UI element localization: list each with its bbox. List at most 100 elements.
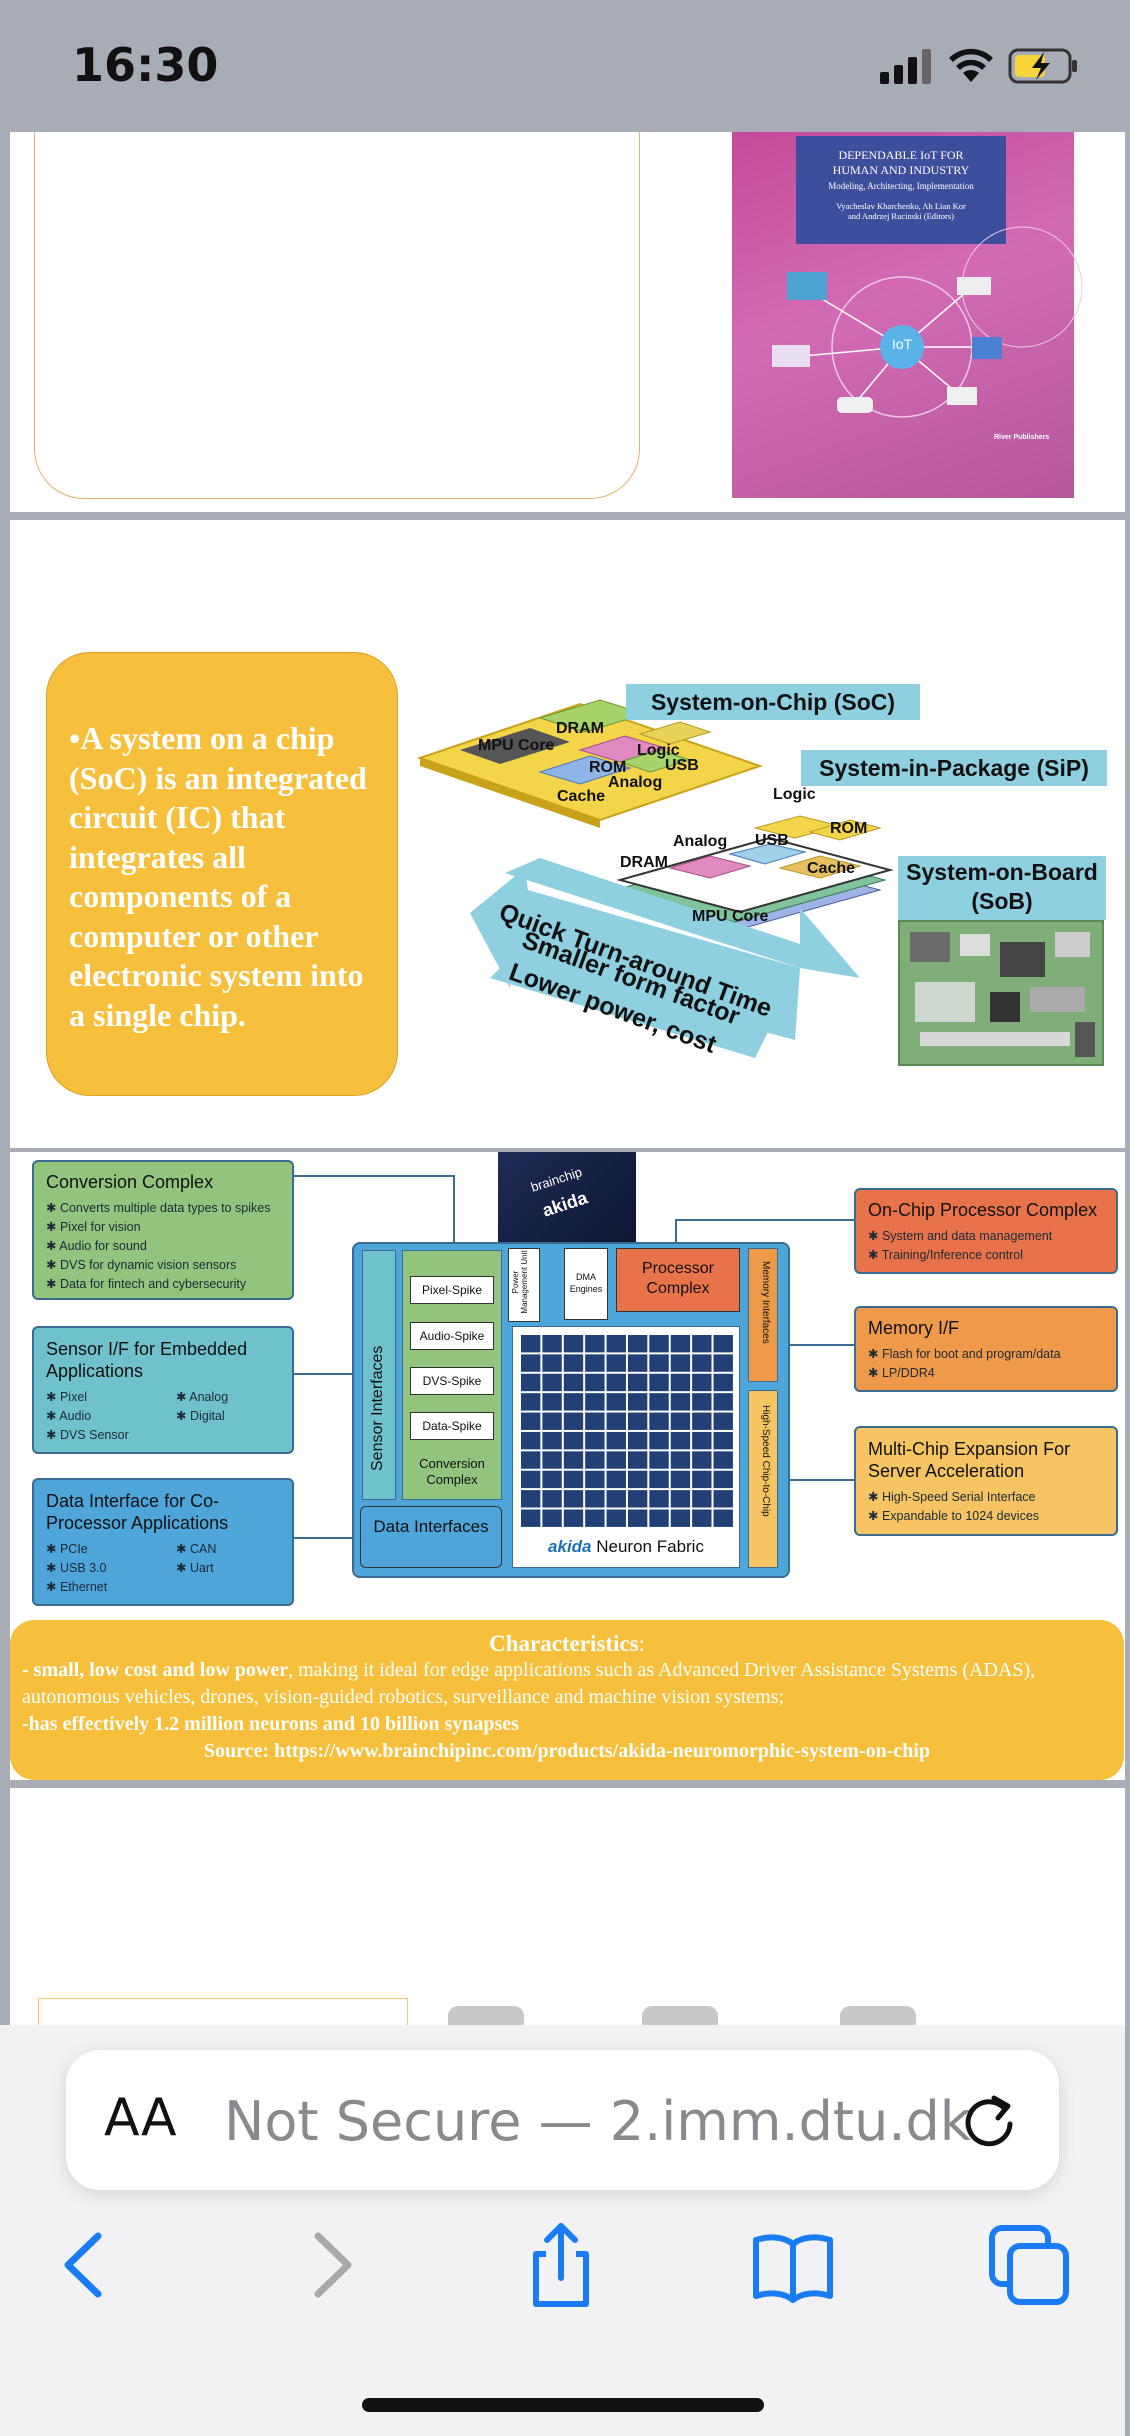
battery-charging-icon	[1008, 48, 1077, 84]
home-indicator[interactable]	[362, 2398, 764, 2412]
sensor-item-audio: Audio	[46, 1409, 91, 1423]
mem-item-2: LP/DDR4	[868, 1366, 935, 1380]
address-bar[interactable]	[66, 2050, 1059, 2190]
bookmarks-icon[interactable]	[748, 2220, 838, 2310]
data-item-usb: USB 3.0	[46, 1561, 107, 1575]
book-subtitle: Modeling, Architecting, Implementation	[828, 181, 974, 191]
slide4-cylinder-2	[642, 2006, 718, 2028]
data-interfaces-box: Data Interfaces	[360, 1506, 502, 1568]
sip-label-mpu-core: MPU Core	[692, 908, 769, 925]
conversion-complex-title: Conversion Complex	[46, 1172, 214, 1192]
wifi-icon	[949, 48, 993, 82]
signal-icon	[880, 49, 931, 84]
sip-label-dram: DRAM	[620, 854, 668, 871]
data-item-can: CAN	[176, 1542, 216, 1556]
reader-aa-button[interactable]: AA	[104, 2088, 177, 2148]
on-chip-processor-box: On-Chip Processor Complex System and dat…	[854, 1188, 1118, 1274]
data-item-ethernet: Ethernet	[46, 1580, 107, 1594]
chip-label-cache: Cache	[557, 788, 606, 805]
sip-label: System-in-Package (SiP)	[801, 750, 1107, 786]
neuron-fabric-text: Neuron Fabric	[596, 1537, 704, 1556]
multi-item-2: Expandable to 1024 devices	[868, 1509, 1039, 1523]
sensor-item-digital: Digital	[176, 1409, 225, 1423]
sob-label-line2: (SoB)	[971, 888, 1033, 914]
memory-interfaces-bar: Memory Interfaces	[748, 1248, 778, 1382]
slide-4	[10, 1788, 1125, 2028]
chip-label-dram: DRAM	[556, 720, 604, 737]
sip-label-logic: Logic	[773, 786, 816, 803]
status-bar	[0, 0, 1125, 132]
characteristics-line1-rest: , making it ideal for edge applications …	[22, 1659, 1036, 1708]
sensor-item-dvs: DVS Sensor	[46, 1428, 129, 1442]
chip-label-logic: Logic	[637, 742, 680, 759]
memory-if-box: Memory I/F Flash for boot and program/da…	[854, 1306, 1118, 1392]
book-title-line1: DEPENDABLE IoT FOR	[838, 148, 964, 162]
back-chevron-icon[interactable]	[40, 2220, 130, 2310]
sip-label-analog: Analog	[673, 833, 728, 850]
memory-if-title: Memory I/F	[868, 1318, 960, 1338]
book-title-line2: HUMAN AND INDUSTRY	[832, 163, 970, 177]
characteristics-box: Characteristics: - small, low cost and l…	[10, 1620, 1124, 1780]
connector-lines	[294, 1175, 854, 1539]
share-icon[interactable]	[516, 2220, 606, 2310]
soc-definition-box: •A system on a chip (SoC) is an integrat…	[46, 652, 398, 1096]
conv-item-1: Converts multiple data types to spikes	[46, 1201, 270, 1215]
book-iot-label: IoT	[891, 336, 913, 352]
slide4-cylinder-3	[840, 2006, 916, 2028]
forward-chevron-icon[interactable]	[286, 2220, 376, 2310]
sensor-item-pixel: Pixel	[46, 1390, 87, 1404]
soc-definition-text: •A system on a chip (SoC) is an integrat…	[69, 720, 367, 1033]
characteristics-source: Source: https://www.brainchipinc.com/pro…	[203, 1740, 931, 1762]
sensor-item-analog: Analog	[176, 1390, 228, 1404]
conv-item-5: Data for fintech and cybersecurity	[46, 1277, 246, 1291]
power-mgmt-label: Power Management Unit	[511, 1250, 529, 1314]
sob-label-line1: System-on-Board	[906, 859, 1098, 885]
book-editors-line2: and Andrzej Rucinski (Editors)	[848, 211, 954, 221]
conv-item-2: Pixel for vision	[46, 1220, 141, 1234]
pixel-spike-box: Pixel-Spike	[410, 1276, 494, 1304]
data-item-uart: Uart	[176, 1561, 214, 1575]
conv-item-3: Audio for sound	[46, 1239, 147, 1253]
sip-label-usb: USB	[755, 832, 789, 849]
chip-label-usb: USB	[665, 757, 699, 774]
mem-item-1: Flash for boot and program/data	[868, 1347, 1061, 1361]
conversion-complex-label: Conversion Complex	[419, 1456, 485, 1487]
sip-label-rom: ROM	[830, 820, 868, 837]
sob-label: System-on-Board (SoB)	[898, 856, 1106, 920]
book-publisher: River Publishers	[994, 434, 1050, 441]
chip-photo-product: akida	[539, 1187, 590, 1221]
chip-label-analog: Analog	[608, 774, 663, 791]
sensor-interfaces-bar: Sensor Interfaces	[362, 1250, 396, 1500]
memory-interfaces-label: Memory Interfaces	[760, 1261, 771, 1344]
data-interface-box: Data Interface for Co-Processor Applicat…	[32, 1478, 294, 1606]
proc-item-2: Training/Inference control	[868, 1248, 1023, 1262]
sob-board-image	[898, 920, 1104, 1066]
sensor-if-title: Sensor I/F for Embedded Applications	[46, 1339, 248, 1381]
reload-icon[interactable]	[958, 2088, 1022, 2152]
slide4-cylinder-1	[448, 2006, 524, 2028]
tabs-icon[interactable]	[984, 2220, 1074, 2310]
characteristics-line2: -has effectively 1.2 million neurons and…	[22, 1713, 519, 1735]
neuron-brand: akida	[548, 1537, 592, 1556]
data-interface-title: Data Interface for Co-Processor Applicat…	[46, 1491, 229, 1533]
data-spike-box: Data-Spike	[410, 1412, 494, 1440]
sensor-if-box: Sensor I/F for Embedded Applications Pix…	[32, 1326, 294, 1454]
dma-box: DMA Engines	[564, 1248, 608, 1320]
slide4-box-outline	[38, 1998, 408, 2029]
book-editors-line1: Vyacheslav Kharchenko, Ah Lian Kor	[836, 201, 966, 211]
sip-label-cache: Cache	[807, 860, 856, 877]
characteristics-heading: Characteristics	[489, 1631, 639, 1656]
audio-spike-box: Audio-Spike	[410, 1322, 494, 1350]
soc-label: System-on-Chip (SoC)	[626, 684, 920, 720]
proc-item-1: System and data management	[868, 1229, 1052, 1243]
url-text[interactable]: Not Secure — 2.imm.dtu.dk	[224, 2090, 972, 2153]
sensor-interfaces-label: Sensor Interfaces	[369, 1345, 386, 1471]
status-time: 16:30	[72, 38, 219, 92]
conv-item-4: DVS for dynamic vision sensors	[46, 1258, 236, 1272]
chip-label-rom: ROM	[589, 759, 627, 776]
conversion-complex-box: Conversion Complex Converts multiple dat…	[32, 1160, 294, 1300]
empty-rounded-box	[34, 132, 640, 499]
multi-item-1: High-Speed Serial Interface	[868, 1490, 1036, 1504]
dvs-spike-box: DVS-Spike	[410, 1367, 494, 1395]
multi-chip-box: Multi-Chip Expansion For Server Accelera…	[854, 1426, 1118, 1536]
